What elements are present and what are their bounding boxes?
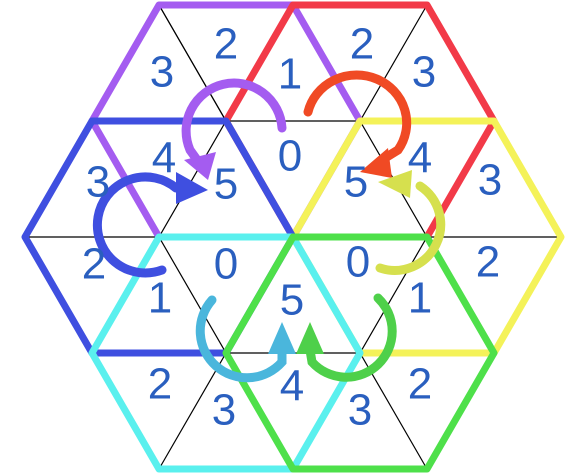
green-label-2: 2 (408, 360, 432, 409)
arrow-yellow (375, 181, 446, 275)
red-label-2: 2 (350, 20, 374, 69)
purple-label-4: 4 (152, 134, 176, 183)
arrow-green (305, 293, 397, 382)
cyan-label-5: 5 (280, 276, 304, 325)
yellow-label-2: 2 (476, 238, 500, 287)
red-label-3: 3 (412, 48, 436, 97)
arrow-purple-head (184, 152, 216, 180)
arrow-red (303, 70, 412, 163)
curved-arrows (92, 70, 446, 383)
purple-label-5: 5 (214, 160, 238, 209)
purple-label-1: 1 (278, 50, 302, 99)
red-label-5: 5 (344, 158, 368, 207)
blue-label-2: 2 (82, 240, 106, 289)
blue-label-3: 3 (86, 158, 110, 207)
purple-label-2: 2 (214, 20, 238, 69)
arrow-purple (181, 78, 287, 169)
yellow-label-0: 0 (346, 238, 370, 287)
arrow-blue (92, 172, 181, 278)
arrow-cyan (195, 295, 287, 383)
arrow-yellow-head (378, 170, 412, 198)
purple-label-3: 3 (150, 48, 174, 97)
digit-labels: 3 2 1 0 5 4 2 3 4 5 3 2 1 0 3 2 1 0 2 3 … (82, 20, 502, 435)
arrow-green-head (296, 322, 324, 354)
colored-hexagons (21, 1, 565, 473)
red-label-4: 4 (408, 134, 432, 183)
arrow-red-head (360, 148, 392, 178)
yellow-label-1: 1 (408, 274, 432, 323)
blue-label-0: 0 (214, 240, 238, 289)
cyan-label-3: 3 (212, 386, 236, 435)
green-label-3: 3 (348, 386, 372, 435)
arrow-cyan-head (268, 322, 296, 354)
yellow-label-3: 3 (478, 156, 502, 205)
hexagon-green (222, 233, 498, 473)
purple-label-0: 0 (278, 132, 302, 181)
blue-label-1: 1 (148, 274, 172, 323)
cyan-label-4: 4 (280, 362, 304, 411)
cyan-label-2: 2 (148, 360, 172, 409)
arrow-blue-head (176, 172, 208, 204)
